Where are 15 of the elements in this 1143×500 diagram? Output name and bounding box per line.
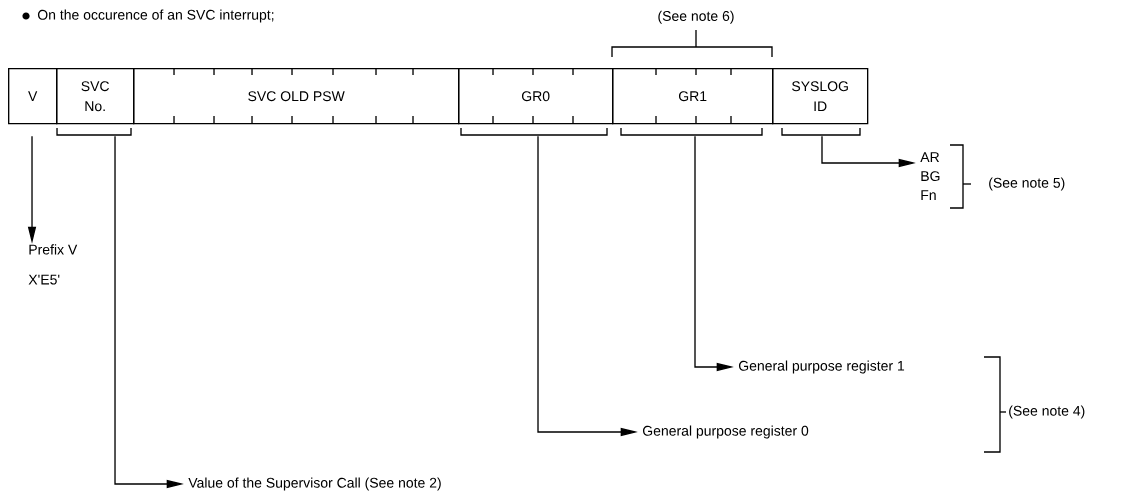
description-text: General purpose register 0 bbox=[643, 425, 809, 439]
description-text: General purpose register 1 bbox=[739, 360, 905, 374]
note-label: (See note 4) bbox=[1009, 405, 1085, 419]
heading: On the occurence of an SVC interrupt; bbox=[37, 9, 274, 23]
description-text: Prefix V X'E5' bbox=[28, 244, 78, 285]
description-text: Value of the Supervisor Call (See note 2) bbox=[188, 477, 441, 491]
field-cell: SVC No. bbox=[56, 68, 135, 125]
note-label: (See note 5) bbox=[989, 177, 1065, 191]
note-label: (See note 6) bbox=[658, 10, 734, 24]
field-cell: GR0 bbox=[458, 67, 614, 125]
description-text: AR BG Fn bbox=[920, 152, 940, 200]
field-cell: SYSLOG ID bbox=[772, 68, 869, 125]
field-cell: GR1 bbox=[612, 67, 774, 125]
field-cell: V bbox=[8, 68, 58, 125]
field-cell: SVC OLD PSW bbox=[133, 67, 460, 125]
